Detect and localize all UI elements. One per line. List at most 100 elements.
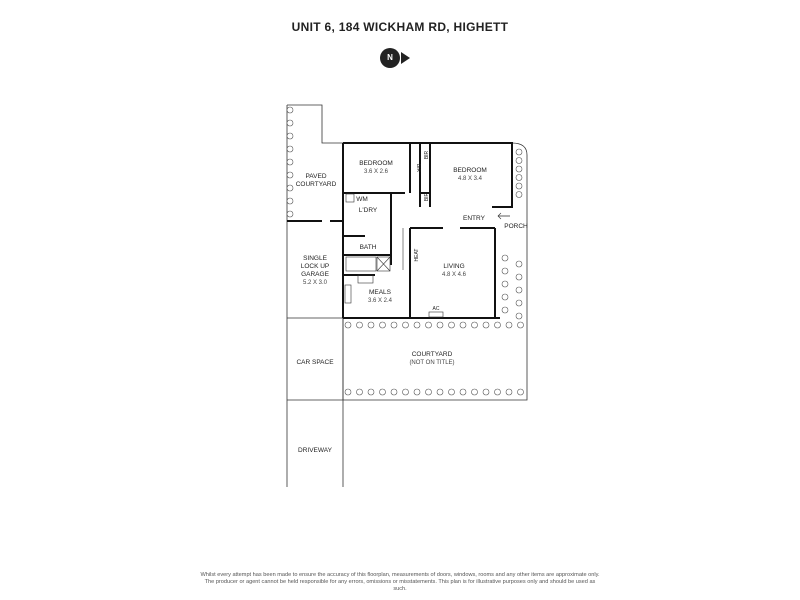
plant-icon	[501, 267, 509, 275]
bedroom2-size: 4.8 X 3.4	[458, 176, 483, 182]
plant-icon	[390, 321, 398, 329]
plant-icon	[286, 158, 294, 166]
bedroom1-size: 3.6 X 2.6	[364, 169, 389, 175]
plant-icon	[482, 388, 490, 396]
plant-icon	[448, 321, 455, 329]
plant-icon	[494, 321, 501, 329]
plant-icon	[505, 388, 513, 396]
room-labels: BEDROOM 3.6 X 2.6 BEDROOM 4.8 X 3.4 LIVI…	[296, 150, 528, 454]
driveway-label: DRIVEWAY	[298, 447, 333, 454]
plant-icon	[379, 321, 386, 329]
disclaimer: Whilst every attempt has been made to en…	[200, 572, 600, 593]
plant-icon	[494, 388, 501, 396]
living-label: LIVING	[443, 263, 464, 270]
plant-icon	[517, 388, 524, 396]
plant-icon	[286, 184, 294, 192]
courtyard-note: (NOT ON TITLE)	[409, 360, 454, 366]
plant-icon	[425, 388, 432, 396]
bedroom1-label: BEDROOM	[359, 160, 393, 167]
plant-icon	[517, 321, 524, 329]
plant-icon	[471, 388, 478, 396]
plant-icon	[436, 321, 444, 329]
living-size: 4.8 X 4.6	[442, 272, 467, 278]
plant-icon	[515, 165, 523, 173]
plant-icon	[413, 388, 421, 396]
plant-icon	[471, 321, 478, 329]
plant-icon	[501, 293, 509, 301]
plant-icon	[286, 210, 294, 218]
plant-icon	[286, 106, 294, 114]
fixtures	[344, 193, 510, 318]
plant-icon	[402, 388, 409, 396]
garage-label-3: GARAGE	[301, 271, 329, 278]
north-arrow-icon	[401, 52, 410, 64]
meals-size: 3.6 X 2.4	[368, 298, 393, 304]
plant-icon	[390, 388, 398, 396]
plant-icon	[356, 321, 363, 329]
north-indicator: N	[380, 48, 400, 68]
meals-label: MEALS	[369, 289, 392, 296]
plant-icon	[367, 321, 375, 329]
plant-icon	[413, 321, 421, 329]
plant-icon	[448, 388, 455, 396]
bir-label-2: BIR	[424, 150, 430, 159]
plant-icon	[501, 254, 509, 262]
plant-icon	[286, 197, 294, 205]
plant-icon	[515, 312, 523, 320]
plant-icon	[356, 388, 363, 396]
ac-label: AC	[433, 306, 440, 312]
plant-icon	[379, 388, 386, 396]
courtyard-label: COURTYARD	[412, 351, 453, 358]
garden-plants	[286, 106, 524, 396]
plant-icon	[402, 321, 409, 329]
cooktop	[357, 274, 374, 284]
sink	[344, 284, 352, 304]
paved-courtyard-label-1: PAVED	[305, 173, 326, 180]
plant-icon	[515, 260, 523, 268]
heat-label: HEAT	[414, 249, 420, 262]
garage-size: 5.2 X 3.0	[303, 280, 328, 286]
plant-icon	[482, 321, 490, 329]
bir-label-1: BIR	[415, 164, 421, 173]
plant-icon	[515, 148, 523, 156]
plant-icon	[501, 306, 509, 314]
bathtub	[345, 256, 377, 272]
plant-icon	[515, 182, 523, 190]
plant-icon	[501, 280, 509, 288]
garage-label-1: SINGLE	[303, 255, 328, 262]
plant-icon	[344, 388, 352, 396]
plant-icon	[286, 171, 294, 179]
bir-label-3: BIR	[424, 192, 430, 201]
entry-label: ENTRY	[463, 215, 486, 222]
plant-icon	[515, 157, 523, 164]
plant-icon	[425, 321, 432, 329]
shower	[376, 256, 391, 272]
wm-label: WM	[356, 196, 368, 203]
laundry-label: L'DRY	[359, 207, 378, 214]
plant-icon	[505, 321, 513, 329]
site-outlines	[286, 104, 528, 487]
plant-icon	[515, 299, 523, 307]
bath-label: BATH	[360, 244, 377, 251]
ac-unit	[428, 311, 444, 318]
disclaimer-line-1: Whilst every attempt has been made to en…	[200, 572, 600, 578]
plant-icon	[367, 388, 375, 396]
disclaimer-line-2: The producer or agent cannot be held res…	[204, 579, 596, 592]
paved-courtyard-label-2: COURTYARD	[296, 181, 337, 188]
plant-icon	[515, 273, 523, 281]
plant-icon	[459, 321, 467, 329]
plant-icon	[459, 388, 467, 396]
plant-icon	[515, 191, 523, 198]
plant-icon	[436, 388, 444, 396]
car-space-label: CAR SPACE	[296, 359, 334, 366]
plant-icon	[515, 174, 523, 181]
plant-icon	[286, 119, 294, 127]
plant-icon	[344, 321, 352, 329]
page-title: UNIT 6, 184 WICKHAM RD, HIGHETT	[291, 20, 509, 34]
plant-icon	[286, 145, 294, 153]
plant-icon	[286, 132, 294, 140]
bedroom2-label: BEDROOM	[453, 167, 487, 174]
garage-label-2: LOCK UP	[301, 263, 330, 270]
plant-icon	[515, 286, 523, 294]
